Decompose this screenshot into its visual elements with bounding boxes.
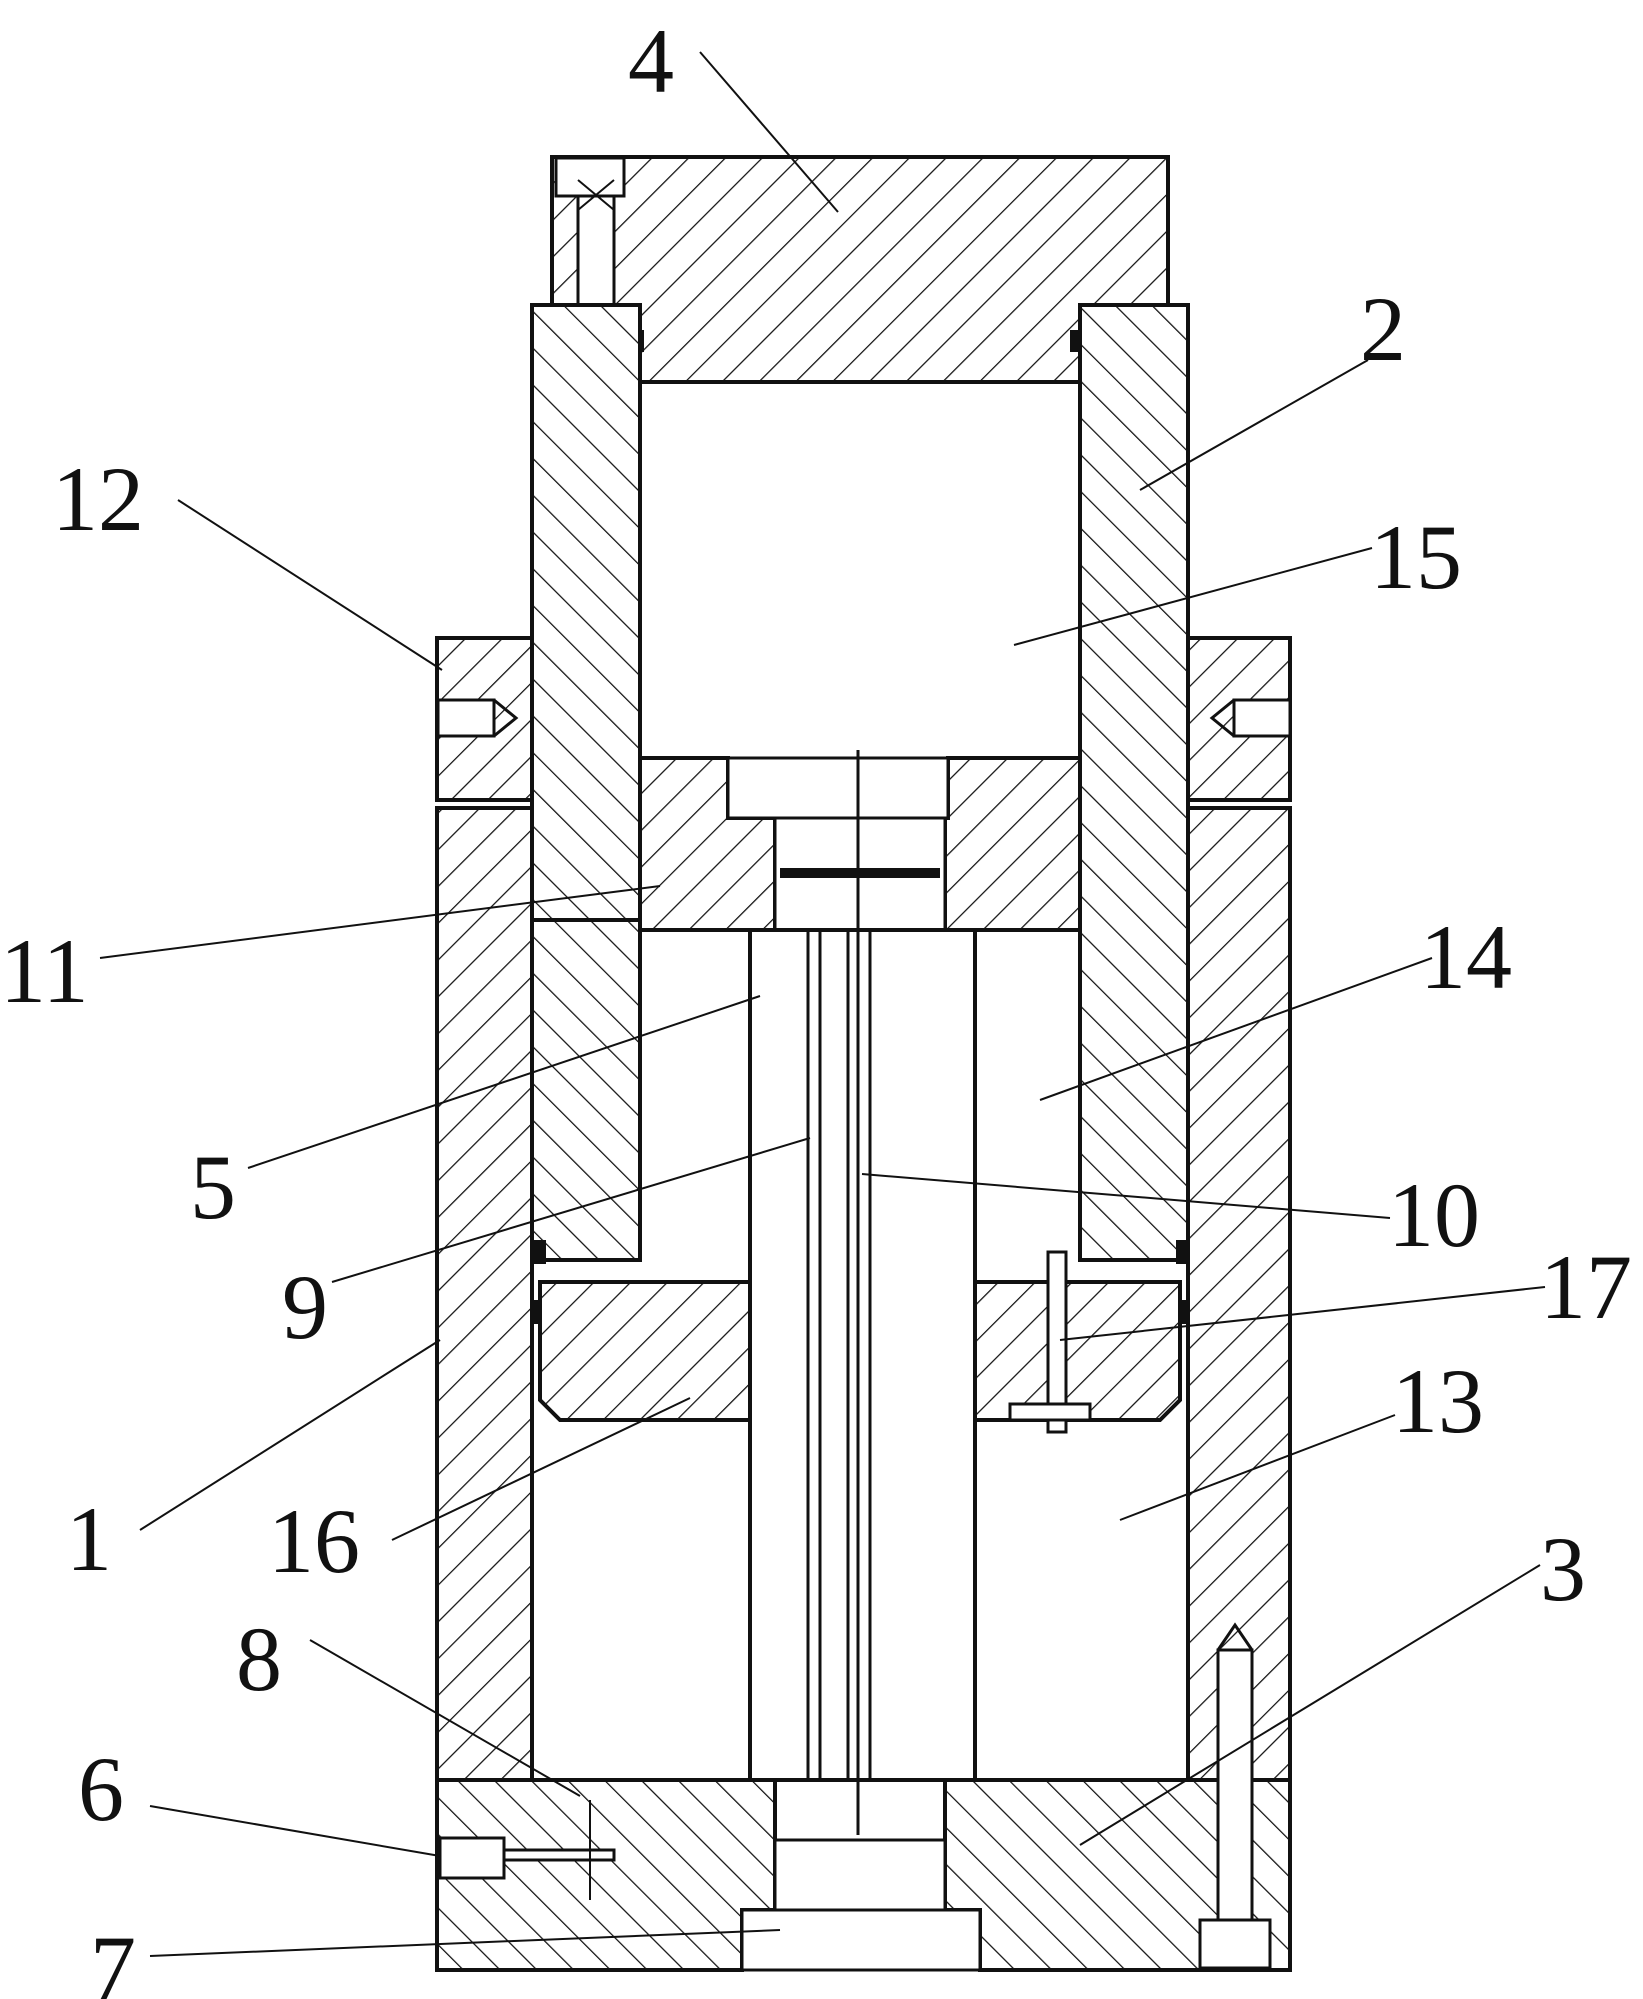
bottom-bolt-right	[1198, 1622, 1272, 1970]
label-3: 3	[1540, 1518, 1586, 1620]
leader-lines	[99, 51, 1546, 1957]
label-9: 9	[282, 1256, 328, 1358]
label-10: 10	[1388, 1164, 1480, 1266]
gland-ring-part	[435, 636, 1292, 802]
label-2: 2	[1360, 278, 1406, 380]
lower-piston-part	[538, 1250, 1182, 1434]
label-17: 17	[1540, 1236, 1632, 1338]
label-5: 5	[190, 1136, 236, 1238]
label-11: 11	[0, 920, 89, 1022]
outer-cylinder-part	[435, 806, 1292, 1822]
bottom-cap-part	[435, 1778, 1292, 1972]
part-labels: 4 2 15 12 11 14 5 10 9 17 13 1 16 3 8 6 …	[0, 10, 1632, 1999]
label-8: 8	[236, 1608, 282, 1710]
label-16: 16	[268, 1490, 360, 1592]
label-4: 4	[628, 10, 674, 112]
label-6: 6	[78, 1738, 124, 1840]
upper-piston-part	[638, 756, 1082, 932]
label-7: 7	[90, 1917, 136, 1999]
label-12: 12	[52, 448, 144, 550]
label-13: 13	[1392, 1350, 1484, 1452]
top-cap-part	[550, 155, 1170, 384]
central-rod-part	[748, 750, 977, 1835]
label-15: 15	[1370, 506, 1462, 608]
label-1: 1	[66, 1488, 112, 1590]
label-14: 14	[1420, 906, 1512, 1008]
bottom-plug-left	[438, 1800, 616, 1900]
